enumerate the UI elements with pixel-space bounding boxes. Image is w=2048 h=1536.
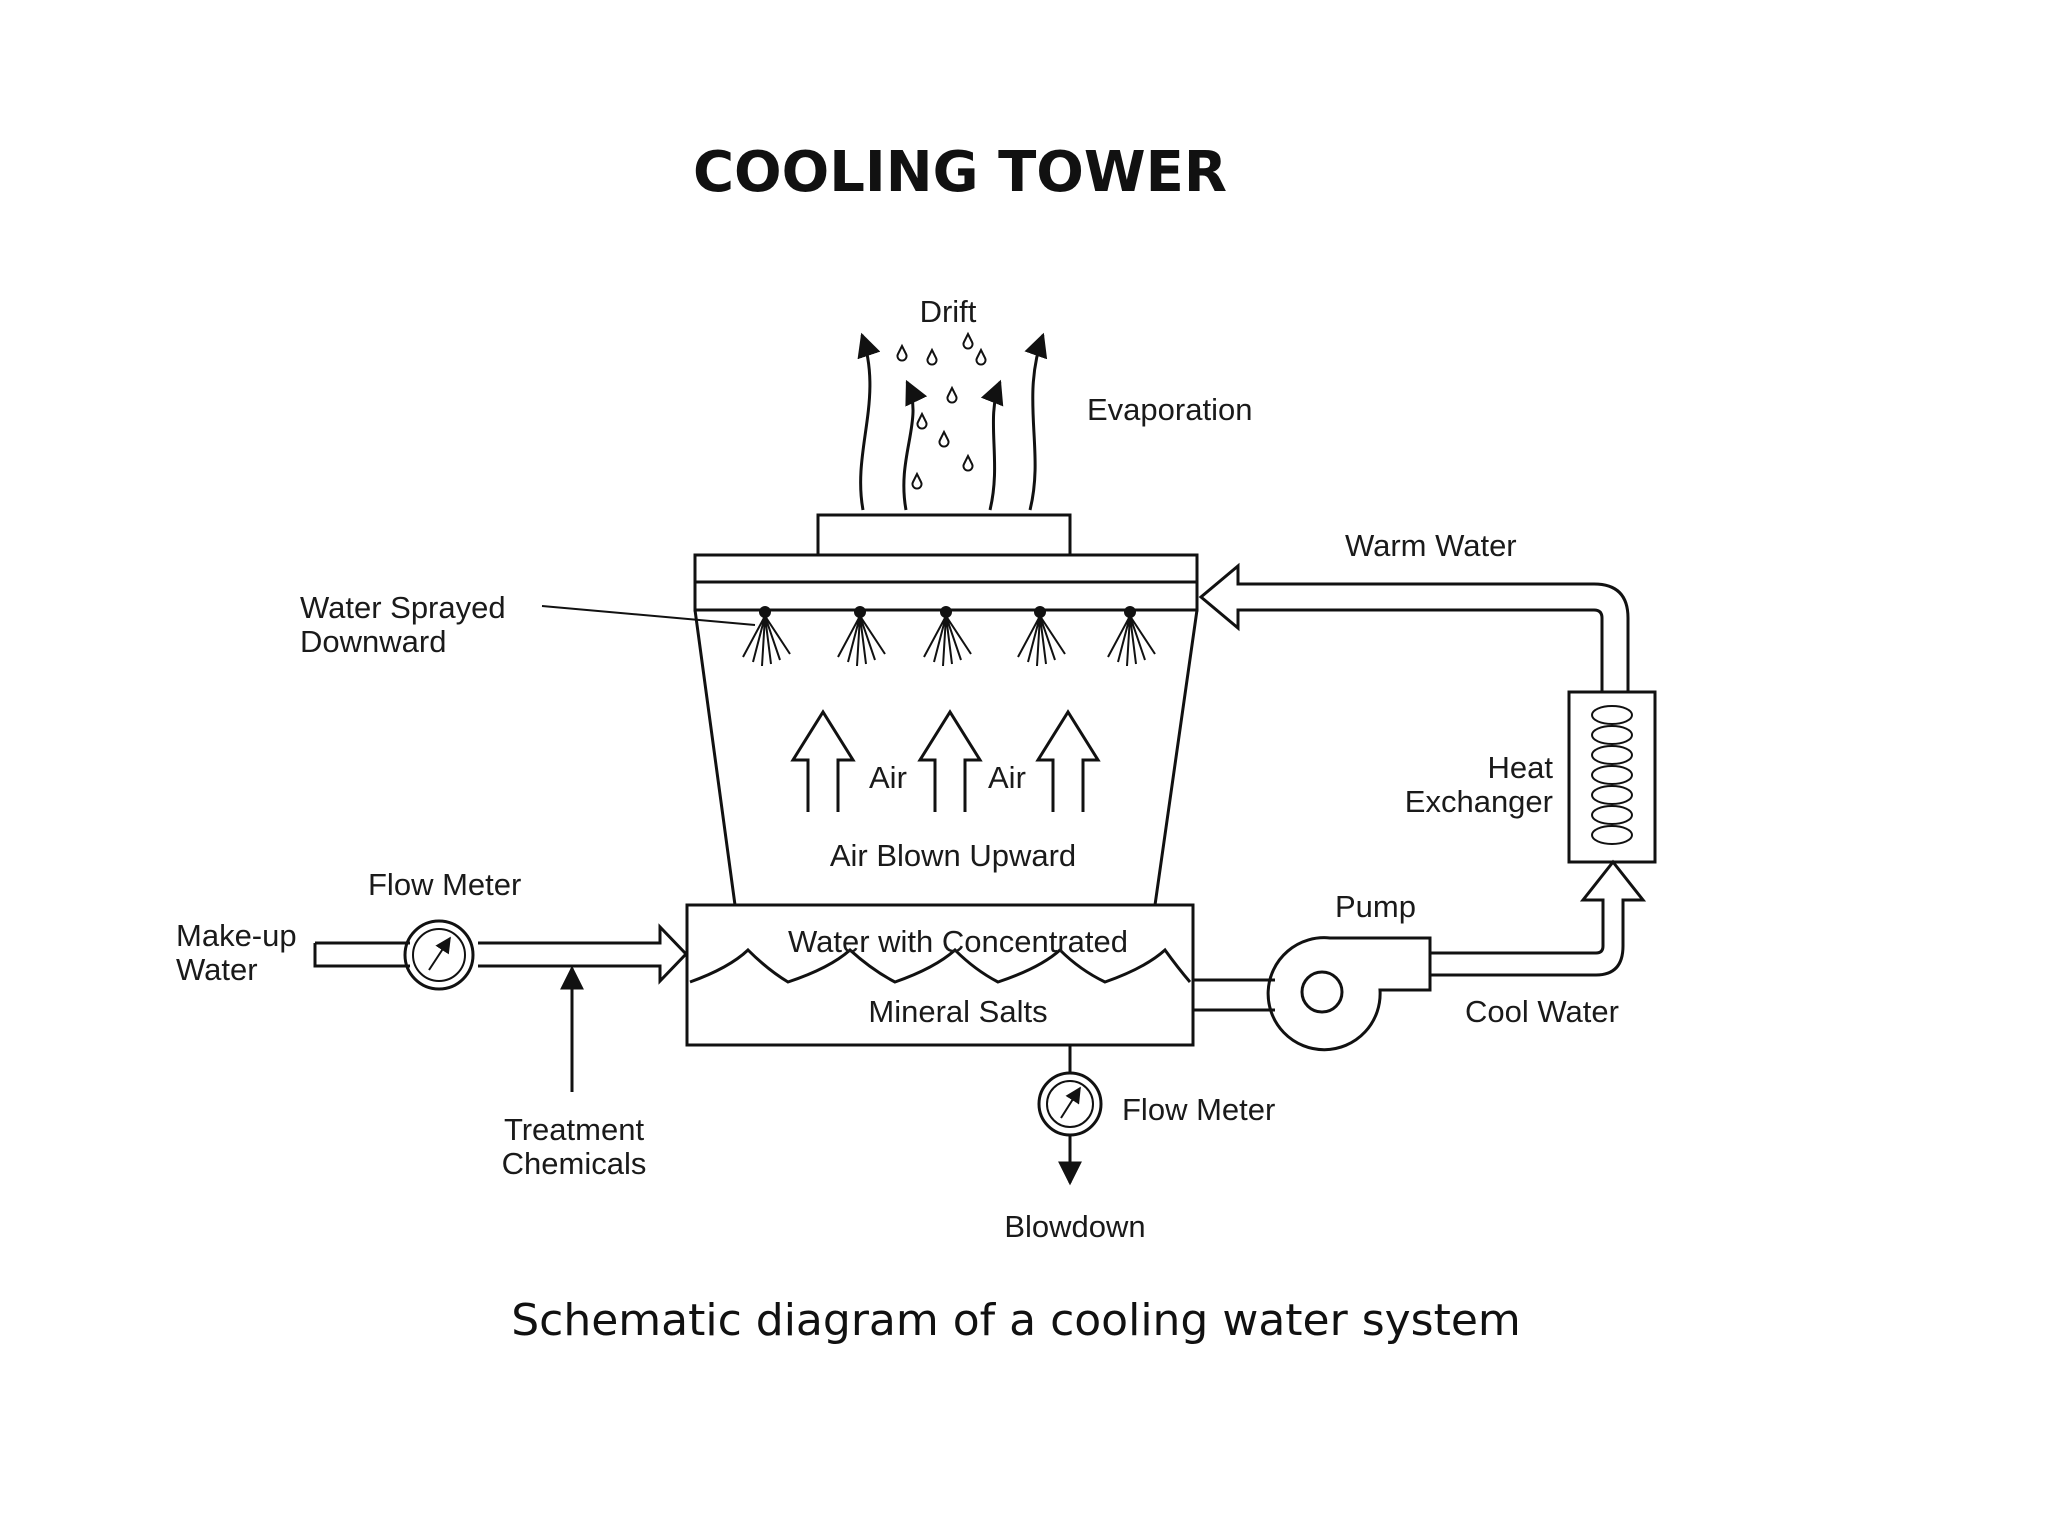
warm-water-pipe — [1198, 562, 1630, 692]
makeup-water-label-line1: Make-up — [176, 918, 297, 953]
drift-label: Drift — [920, 294, 977, 329]
water-sprayed-label-line2: Downward — [300, 624, 446, 659]
pump — [1266, 936, 1432, 1052]
tower-body — [693, 609, 1199, 906]
pump-label: Pump — [1335, 889, 1416, 924]
makeup-water-label-line2: Water — [176, 952, 258, 987]
basin — [685, 903, 1195, 1047]
blowdown-label: Blowdown — [1004, 1209, 1145, 1244]
drift-droplets — [896, 331, 987, 490]
spray-leader-line — [541, 605, 756, 626]
warm-water-label: Warm Water — [1345, 528, 1517, 563]
treatment-chemicals-label-line2: Chemicals — [502, 1146, 647, 1181]
fan-stack — [816, 513, 1072, 557]
water-sprayed-label-line1: Water Sprayed — [300, 590, 506, 625]
air-arrows — [790, 709, 1101, 812]
cool-water-pipe — [1430, 859, 1647, 977]
heat-exchanger-label-line2: Exchanger — [1405, 784, 1553, 819]
basin-outlet-pipe — [1193, 978, 1275, 1012]
tower-top-header — [693, 553, 1199, 612]
evaporation-plumes — [857, 332, 1048, 511]
basin-water-surface — [689, 947, 1192, 984]
blowdown-line — [1037, 1045, 1103, 1186]
figure-caption: Schematic diagram of a cooling water sys… — [511, 1295, 1521, 1346]
air-blown-upward-label: Air Blown Upward — [830, 838, 1076, 873]
treatment-chemicals-label-line1: Treatment — [504, 1112, 645, 1147]
basin-label-line2: Mineral Salts — [868, 994, 1047, 1029]
page-title: COOLING TOWER — [692, 140, 1228, 205]
spray-nozzles — [742, 606, 1156, 667]
flow-meter-bottom-label: Flow Meter — [1122, 1092, 1275, 1127]
air-label-2: Air — [988, 760, 1026, 795]
flow-meter-left-gauge — [403, 919, 475, 991]
basin-label-line1: Water with Concentrated — [788, 924, 1128, 959]
heat-exchanger-label-line1: Heat — [1488, 750, 1554, 785]
air-label-1: Air — [869, 760, 907, 795]
flow-meter-left-label: Flow Meter — [368, 867, 521, 902]
makeup-water-pipe — [313, 923, 689, 985]
cool-water-label: Cool Water — [1465, 994, 1619, 1029]
heat-exchanger — [1567, 690, 1657, 864]
evaporation-label: Evaporation — [1087, 392, 1252, 427]
